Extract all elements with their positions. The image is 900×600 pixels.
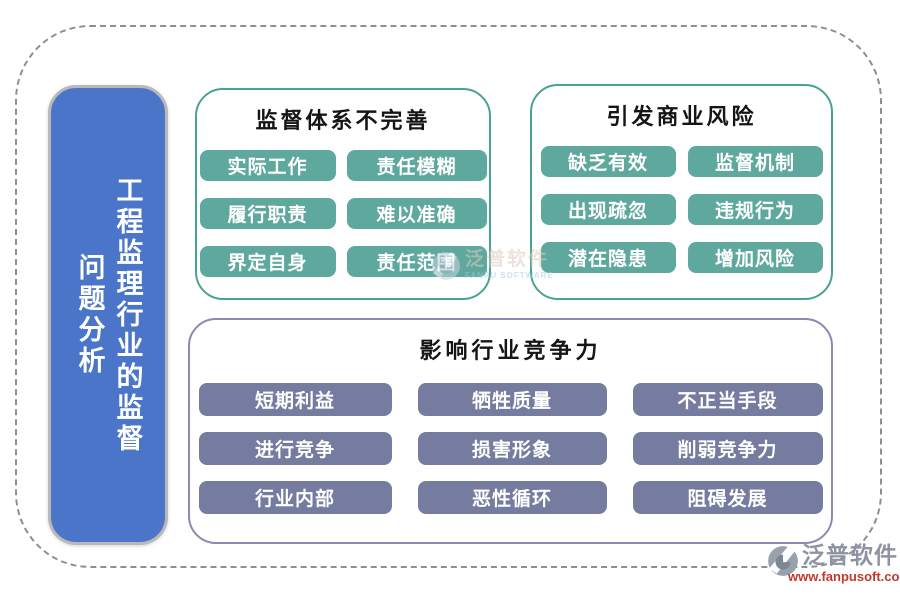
supervision-node: 实际工作	[199, 150, 336, 181]
panel-business-risk: 引发商业风险 缺乏有效 监督机制 出现疏忽 违规行为 潜在隐患 增加风险	[530, 84, 833, 300]
supervision-node: 履行职责	[199, 198, 336, 229]
fanpu-logo-icon	[766, 544, 800, 578]
watermark-corner: 泛普软件 www.fanpusoft.com	[766, 544, 900, 583]
node-grid: 短期利益 牺牲质量 不正当手段 进行竞争 损害形象 削弱竞争力 行业内部 恶性循…	[190, 383, 831, 514]
risk-node: 出现疏忽	[540, 194, 676, 225]
competitiveness-node: 削弱竞争力	[632, 432, 823, 465]
node-grid: 实际工作 责任模糊 履行职责 难以准确 界定自身 责任范围	[197, 150, 489, 277]
panel-industry-competitiveness: 影响行业竞争力 短期利益 牺牲质量 不正当手段 进行竞争 损害形象 削弱竞争力 …	[188, 318, 833, 544]
watermark-brand-text: 泛普软件	[802, 542, 898, 568]
supervision-node: 责任范围	[346, 246, 487, 277]
supervision-node: 界定自身	[199, 246, 336, 277]
panel-title: 影响行业竞争力	[419, 338, 602, 363]
panel-title: 监督体系不完善	[255, 108, 431, 133]
main-title-panel: 工程监理行业的监督 问题分析	[48, 85, 168, 545]
watermark-url-text: www.fanpusoft.com	[788, 569, 900, 584]
dashed-boundary	[15, 25, 882, 568]
competitiveness-node: 恶性循环	[417, 481, 607, 514]
panel-supervision-system: 监督体系不完善 实际工作 责任模糊 履行职责 难以准确 界定自身 责任范围	[195, 88, 491, 300]
supervision-node: 责任模糊	[346, 150, 487, 181]
competitiveness-node: 行业内部	[198, 481, 392, 514]
competitiveness-node: 进行竞争	[198, 432, 392, 465]
main-title: 工程监理行业的监督 问题分析	[74, 175, 143, 455]
risk-node: 监督机制	[687, 146, 823, 177]
competitiveness-node: 短期利益	[198, 383, 392, 416]
panel-title: 引发商业风险	[606, 104, 757, 129]
competitiveness-node: 阻碍发展	[632, 481, 823, 514]
main-title-line1: 工程监理行业的监督	[112, 175, 143, 455]
risk-node: 潜在隐患	[540, 242, 676, 273]
competitiveness-node: 牺牲质量	[417, 383, 607, 416]
risk-node: 缺乏有效	[540, 146, 676, 177]
risk-node: 违规行为	[687, 194, 823, 225]
main-title-line2: 问题分析	[74, 253, 105, 377]
competitiveness-node: 损害形象	[417, 432, 607, 465]
risk-node: 增加风险	[687, 242, 823, 273]
supervision-node: 难以准确	[346, 198, 487, 229]
competitiveness-node: 不正当手段	[632, 383, 823, 416]
node-grid: 缺乏有效 监督机制 出现疏忽 违规行为 潜在隐患 增加风险	[532, 146, 831, 273]
